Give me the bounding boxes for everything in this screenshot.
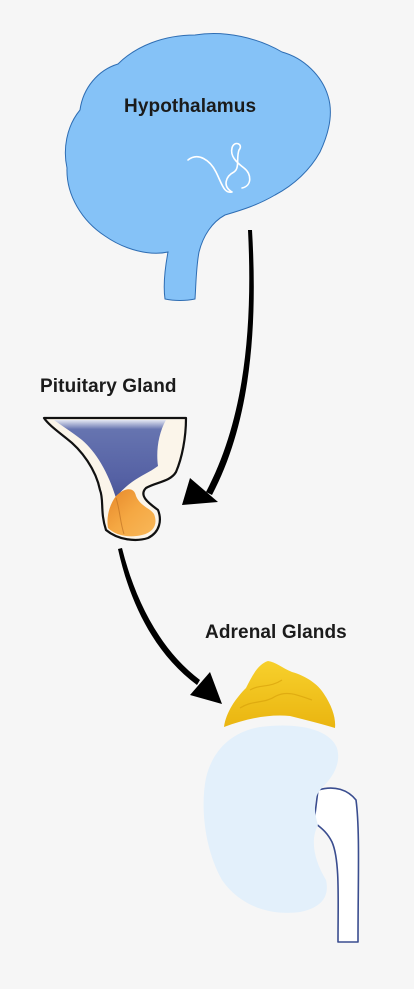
- brain-shape: [64, 33, 331, 301]
- arrow-hypothalamus-to-pituitary: [182, 230, 254, 505]
- label-pituitary-gland: Pituitary Gland: [40, 376, 177, 397]
- hypothalamus-detail: [187, 142, 251, 194]
- kidney-icon: [203, 725, 360, 943]
- pituitary-icon: [42, 416, 188, 541]
- adrenal-texture: [239, 679, 313, 709]
- ureter: [313, 787, 360, 943]
- anterior-pituitary: [107, 489, 156, 537]
- adrenal-gland-icon: [224, 661, 336, 728]
- arrow-pituitary-to-adrenal: [118, 548, 222, 704]
- label-adrenal-glands: Adrenal Glands: [205, 622, 347, 643]
- kidney-shape: [203, 725, 339, 913]
- label-hypothalamus: Hypothalamus: [124, 96, 257, 117]
- pituitary-inner-line: [115, 497, 125, 535]
- brain-icon: [64, 33, 331, 301]
- posterior-pituitary: [54, 420, 166, 498]
